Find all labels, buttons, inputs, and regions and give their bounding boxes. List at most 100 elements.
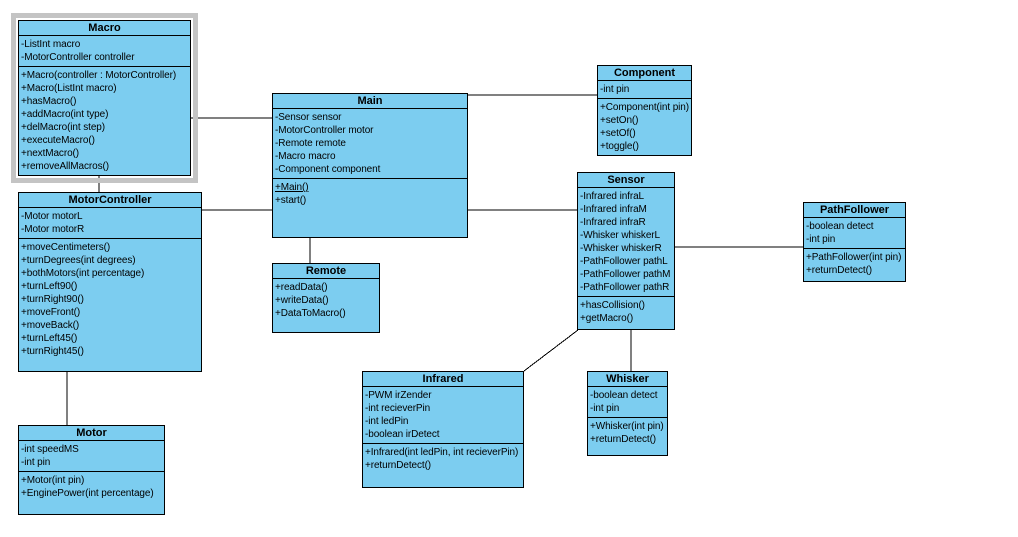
- attribute: -int speedMS: [21, 444, 79, 455]
- attributes-compartment: -boolean detect -int pin: [804, 218, 905, 249]
- attribute: -MotorController controller: [21, 52, 135, 63]
- method: +EnginePower(int percentage): [21, 488, 154, 499]
- methods-compartment: +moveCentimeters() +turnDegrees(int degre…: [19, 239, 201, 360]
- method: +turnRight45(): [21, 346, 84, 357]
- class-title: Remote: [273, 264, 379, 279]
- class-box-remote[interactable]: Remote +readData() +writeData() +DataToMac…: [272, 263, 380, 333]
- selection-frame: [11, 13, 198, 183]
- attribute: -Remote remote: [275, 138, 346, 149]
- methods-compartment: +Main() +start(): [273, 179, 467, 209]
- class-title: MotorController: [19, 193, 201, 208]
- method: +removeAllMacros(): [21, 161, 109, 172]
- method: +hasMacro(): [21, 96, 77, 107]
- method: +addMacro(int type): [21, 109, 109, 120]
- class-box-macro[interactable]: Macro -ListInt macro -MotorController con…: [18, 20, 191, 176]
- methods-compartment: +Whisker(int pin) +returnDetect(): [588, 418, 667, 448]
- method: +DataToMacro(): [275, 308, 346, 319]
- method: +Main(): [275, 182, 309, 193]
- method: +writeData(): [275, 295, 329, 306]
- method: +Infrared(int ledPin, int recieverPin): [365, 447, 519, 458]
- method: +bothMotors(int percentage): [21, 268, 145, 279]
- class-box-sensor[interactable]: Sensor -Infrared infraL-Infrared infraM-…: [577, 172, 675, 330]
- method: +turnDegrees(int degrees): [21, 255, 136, 266]
- methods-compartment: +Infrared(int ledPin, int recieverPin) +r…: [363, 444, 523, 474]
- class-title: Component: [598, 66, 691, 81]
- class-box-infrared[interactable]: Infrared -PWM irZender -int recieverPin -i…: [362, 371, 524, 488]
- methods-compartment: +Motor(int pin) +EnginePower(int percenta…: [19, 472, 164, 502]
- method: +turnLeft90(): [21, 281, 78, 292]
- method: +Macro(ListInt macro): [21, 83, 117, 94]
- attributes-compartment: -PWM irZender -int recieverPin -int ledPin…: [363, 387, 523, 444]
- attribute: -ListInt macro: [21, 39, 81, 50]
- class-box-motorcontroller[interactable]: MotorController -Motor motorL-Motor moto…: [18, 192, 202, 372]
- attribute: -MotorController motor: [275, 125, 374, 136]
- attributes-compartment: -Sensor sensor -MotorController motor -Rem…: [273, 109, 467, 179]
- attribute: -int ledPin: [365, 416, 409, 427]
- method: +moveCentimeters(): [21, 242, 111, 253]
- attribute: -Motor motorR: [21, 224, 85, 235]
- method: +moveBack(): [21, 320, 80, 331]
- attribute: -int pin: [590, 403, 620, 414]
- attribute: -int pin: [600, 84, 630, 95]
- attribute: -int recieverPin: [365, 403, 431, 414]
- method: +Macro(controller : MotorController): [21, 70, 177, 81]
- class-title: Sensor: [578, 173, 674, 188]
- class-box-component[interactable]: Component -int pin +Component(int pin)+s…: [597, 65, 692, 156]
- attribute: -int pin: [806, 234, 836, 245]
- method: +turnRight90(): [21, 294, 84, 305]
- class-title: Macro: [19, 21, 190, 36]
- methods-compartment: +PathFollower(int pin) +returnDetect(): [804, 249, 905, 279]
- method: +Whisker(int pin): [590, 421, 664, 432]
- attribute: -boolean detect: [590, 390, 658, 401]
- method: +executeMacro(): [21, 135, 95, 146]
- attributes-compartment: -Motor motorL -Motor motorR: [19, 208, 201, 239]
- attribute: -Whisker whiskerL: [580, 230, 660, 241]
- class-title: Main: [273, 94, 467, 109]
- method: +readData(): [275, 282, 328, 293]
- class-box-whisker[interactable]: Whisker -boolean detect -int pin +Whisker…: [587, 371, 668, 456]
- class-box-pathfollower[interactable]: PathFollower -boolean detect -int pin +Pa…: [803, 202, 906, 282]
- attribute: -Macro macro: [275, 151, 336, 162]
- attributes-compartment: -boolean detect -int pin: [588, 387, 667, 418]
- method: +nextMacro(): [21, 148, 79, 159]
- method: +returnDetect(): [365, 460, 432, 471]
- attribute: -PathFollower pathL: [580, 256, 668, 267]
- method: +start(): [275, 195, 307, 206]
- class-box-motor[interactable]: Motor -int speedMS-int pin +Motor(int pi…: [18, 425, 165, 515]
- class-box-main[interactable]: Main -Sensor sensor -MotorController moto…: [272, 93, 468, 238]
- attribute: -Infrared infraR: [580, 217, 646, 228]
- attribute: -Sensor sensor: [275, 112, 342, 123]
- attribute: -PWM irZender: [365, 390, 432, 401]
- attribute: -Whisker whiskerR: [580, 243, 662, 254]
- attribute: -Infrared infraL: [580, 191, 644, 202]
- attributes-compartment: -int speedMS-int pin: [19, 441, 164, 472]
- class-title: PathFollower: [804, 203, 905, 218]
- method: +setOn(): [600, 115, 639, 126]
- method: +setOf(): [600, 128, 636, 139]
- attribute: -Motor motorL: [21, 211, 83, 222]
- edge-sensor-infrared[interactable]: [523, 329, 579, 372]
- method: +moveFront(): [21, 307, 81, 318]
- attributes-compartment: -Infrared infraL-Infrared infraM-Infrare…: [578, 188, 674, 297]
- attribute: -boolean irDetect: [365, 429, 440, 440]
- methods-compartment: +Macro(controller : MotorController) +Mac…: [19, 67, 190, 175]
- method: +hasCollision(): [580, 300, 645, 311]
- class-title: Whisker: [588, 372, 667, 387]
- method: +turnLeft45(): [21, 333, 78, 344]
- methods-compartment: +readData() +writeData() +DataToMacro(): [273, 279, 379, 322]
- attribute: -boolean detect: [806, 221, 874, 232]
- methods-compartment: +Component(int pin)+setOn()+setOf()+togg…: [598, 99, 691, 155]
- method: +returnDetect(): [806, 265, 873, 276]
- attributes-compartment: -int pin: [598, 81, 691, 99]
- attribute: -PathFollower pathR: [580, 282, 670, 293]
- methods-compartment: +hasCollision()+getMacro(): [578, 297, 674, 327]
- method: +Motor(int pin): [21, 475, 85, 486]
- method: +toggle(): [600, 141, 639, 152]
- attributes-compartment: -ListInt macro -MotorController controlle…: [19, 36, 190, 67]
- method: +PathFollower(int pin): [806, 252, 902, 263]
- class-title: Infrared: [363, 372, 523, 387]
- method: +returnDetect(): [590, 434, 657, 445]
- attribute: -Component component: [275, 164, 381, 175]
